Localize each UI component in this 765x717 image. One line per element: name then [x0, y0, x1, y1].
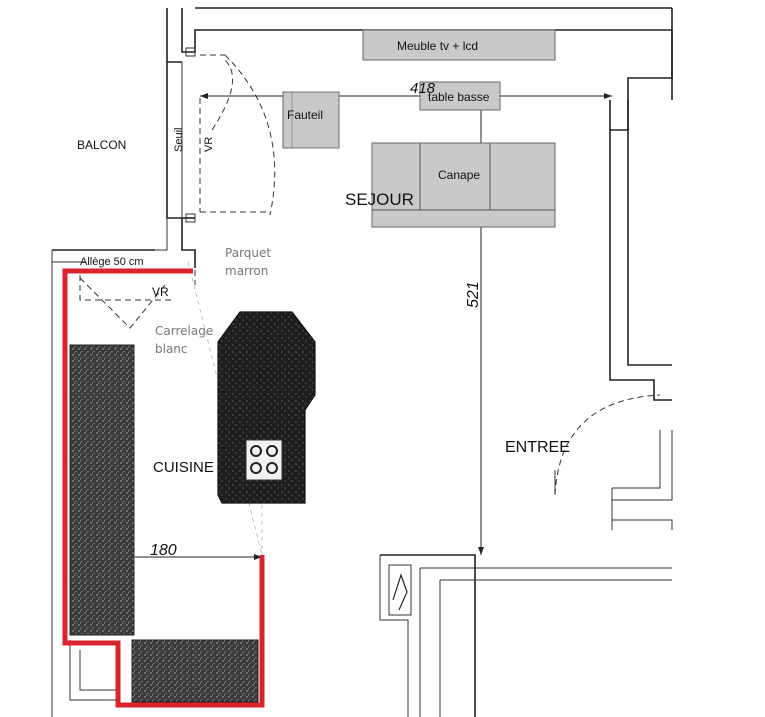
kitchen-island: [217, 311, 316, 504]
label-meuble-tv: Meuble tv + lcd: [397, 39, 478, 53]
duct-icon: [388, 564, 412, 616]
text-labels: BALCON Seuil VR Allège 50 cm VR Parquet …: [77, 39, 570, 559]
label-parquet-2: marron: [225, 264, 268, 278]
label-vr-top: VR: [203, 137, 215, 152]
kitchen-counters: [69, 311, 316, 703]
label-vr-bottom: VR: [152, 285, 169, 299]
label-canape: Canape: [438, 168, 480, 182]
label-balcon: BALCON: [77, 138, 126, 152]
furniture: [282, 29, 556, 228]
dim-kitchen: 180: [150, 542, 177, 559]
counter-left: [69, 344, 135, 636]
canape: [371, 142, 556, 228]
door-swings: [79, 54, 661, 496]
label-allege: Allège 50 cm: [80, 256, 144, 268]
kitchen-highlight-outline: [62, 268, 265, 708]
dim-width: 418: [410, 80, 436, 97]
label-fauteil: Fauteil: [287, 108, 323, 122]
label-carrelage-1: Carrelage: [155, 324, 213, 338]
label-carrelage-2: blanc: [155, 342, 188, 356]
table-basse: [419, 81, 501, 111]
label-parquet-1: Parquet: [225, 246, 271, 260]
label-table-basse: table basse: [428, 90, 490, 104]
label-entree: ENTREE: [505, 439, 570, 456]
cooktop-icon: [245, 439, 283, 481]
label-sejour: SEJOUR: [345, 190, 414, 209]
dim-depth: 521: [465, 281, 482, 308]
label-cuisine: CUISINE: [153, 459, 214, 476]
meuble-tv: [362, 29, 556, 61]
walls: [51, 7, 673, 717]
label-seuil: Seuil: [173, 128, 185, 152]
